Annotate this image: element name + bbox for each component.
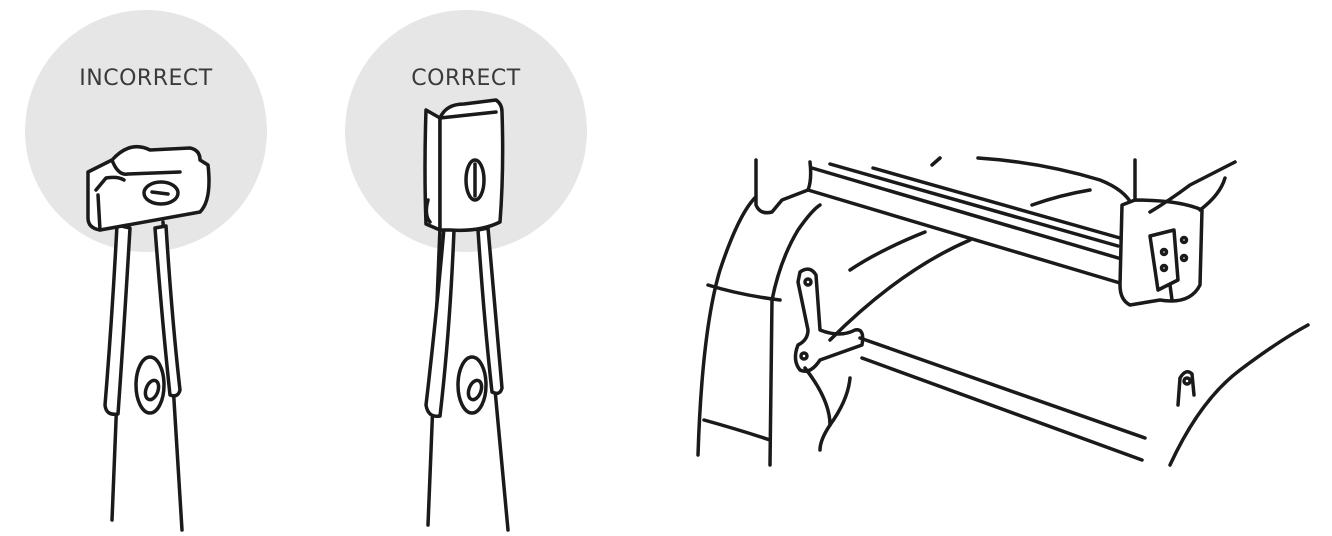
seat-frame-panel (680, 0, 1332, 536)
seat-frame-illustration (680, 0, 1332, 536)
correct-panel: CORRECT (320, 0, 620, 536)
clip-misaligned-icon (0, 0, 300, 536)
clip-aligned-icon (320, 0, 620, 536)
incorrect-panel: INCORRECT (0, 0, 300, 536)
